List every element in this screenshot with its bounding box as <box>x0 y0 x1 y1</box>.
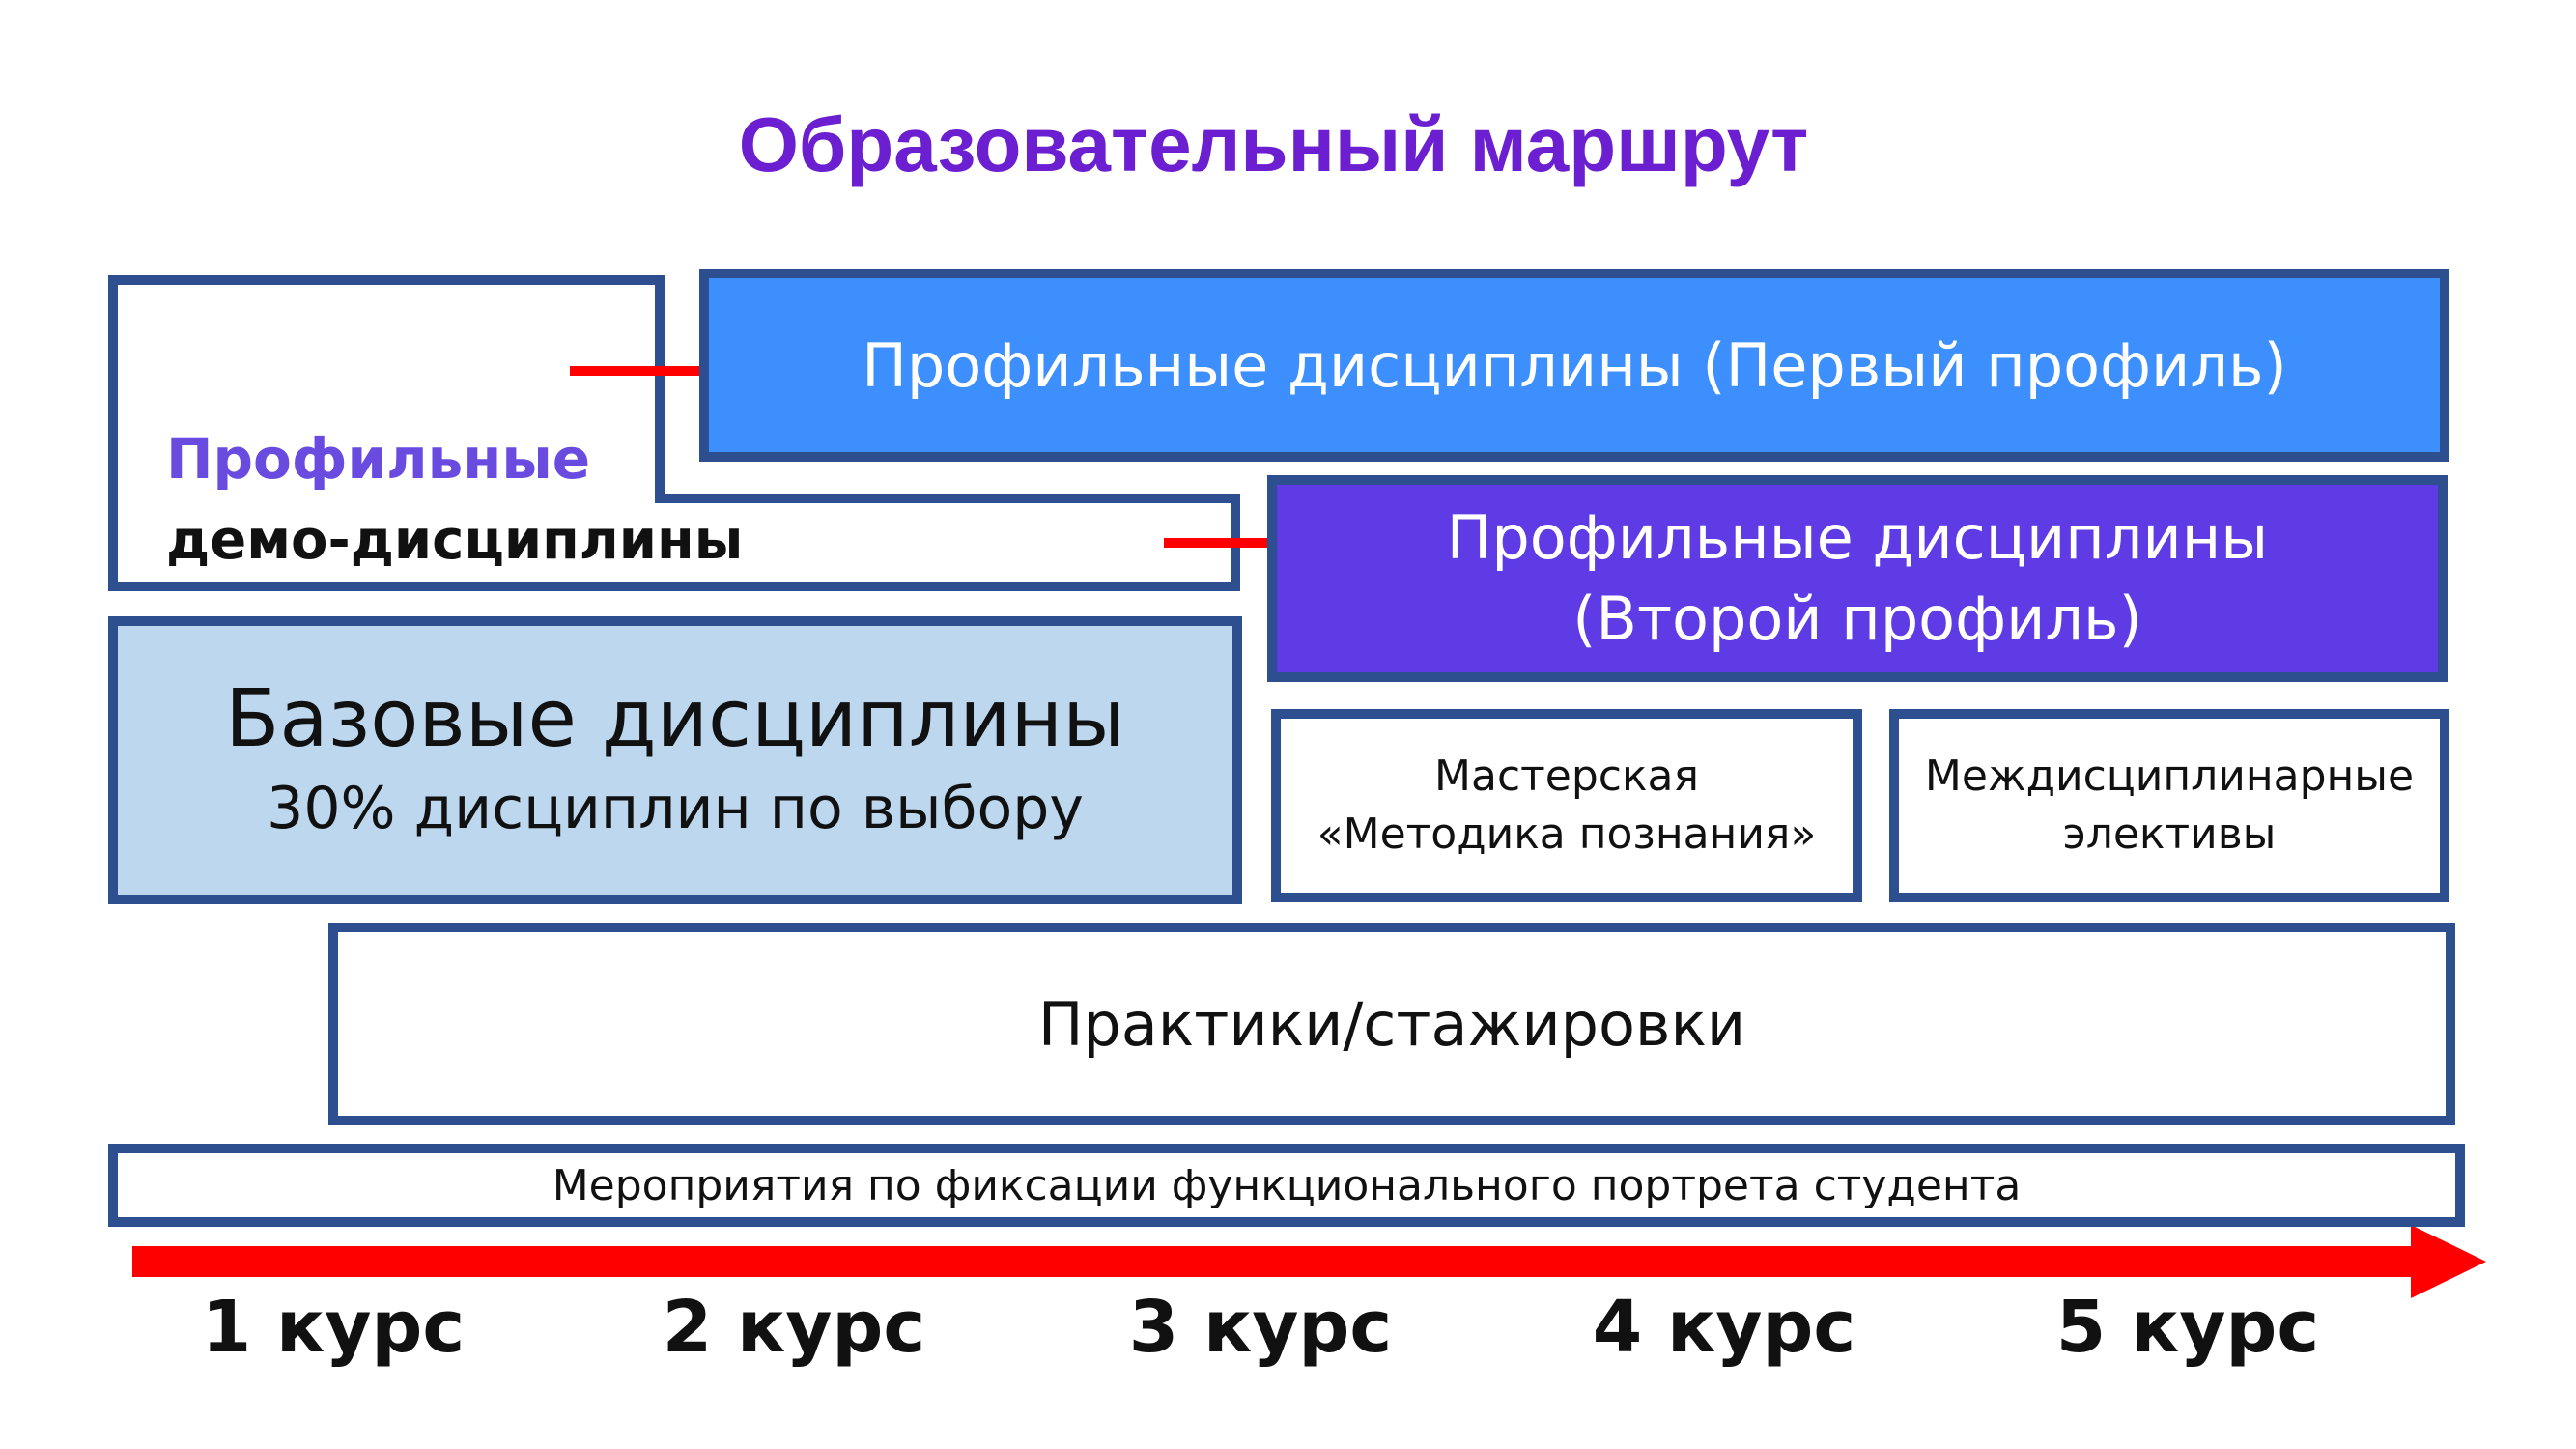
electives-line2: элективы <box>2062 810 2277 859</box>
workshop-line1: Мастерская <box>1434 752 1699 801</box>
base-disciplines-box: Базовые дисциплины 30% дисциплин по выбо… <box>108 616 1242 904</box>
demo-disciplines-outline <box>108 275 1240 591</box>
electives-box: Междисциплинарные элективы <box>1889 709 2449 902</box>
page-title: Образовательный маршрут <box>738 101 1809 187</box>
demo-label-line2: демо-дисциплины <box>166 509 744 572</box>
second-profile-line1: Профильные дисциплины <box>1446 502 2269 573</box>
practices-label: Практики/стажировки <box>1037 988 1746 1060</box>
events-label: Мероприятия по фиксации функционального … <box>552 1160 2022 1210</box>
base-line2: 30% дисциплин по выбору <box>267 775 1084 842</box>
course-2-label: 2 курс <box>662 1286 926 1369</box>
base-line1: Базовые дисциплины <box>225 673 1125 765</box>
practices-box: Практики/стажировки <box>328 923 2455 1125</box>
workshop-line2: «Методика познания» <box>1316 810 1817 859</box>
timeline-arrow <box>132 1225 2486 1298</box>
demo-label-line1: Профильные <box>166 426 591 492</box>
course-4-label: 4 курс <box>1592 1286 1856 1369</box>
course-1-label: 1 курс <box>201 1286 466 1369</box>
events-box: Мероприятия по фиксации функционального … <box>108 1144 2465 1227</box>
first-profile-label: Профильные дисциплины (Первый профиль) <box>862 329 2287 401</box>
workshop-box: Мастерская «Методика познания» <box>1271 709 1862 902</box>
course-3-label: 3 курс <box>1128 1286 1393 1369</box>
second-profile-line2: (Второй профиль) <box>1572 583 2142 654</box>
second-profile-box: Профильные дисциплины (Второй профиль) <box>1267 475 2448 682</box>
course-5-label: 5 курс <box>2055 1286 2320 1369</box>
electives-line1: Междисциплинарные <box>1924 752 2415 801</box>
first-profile-box: Профильные дисциплины (Первый профиль) <box>699 269 2449 462</box>
